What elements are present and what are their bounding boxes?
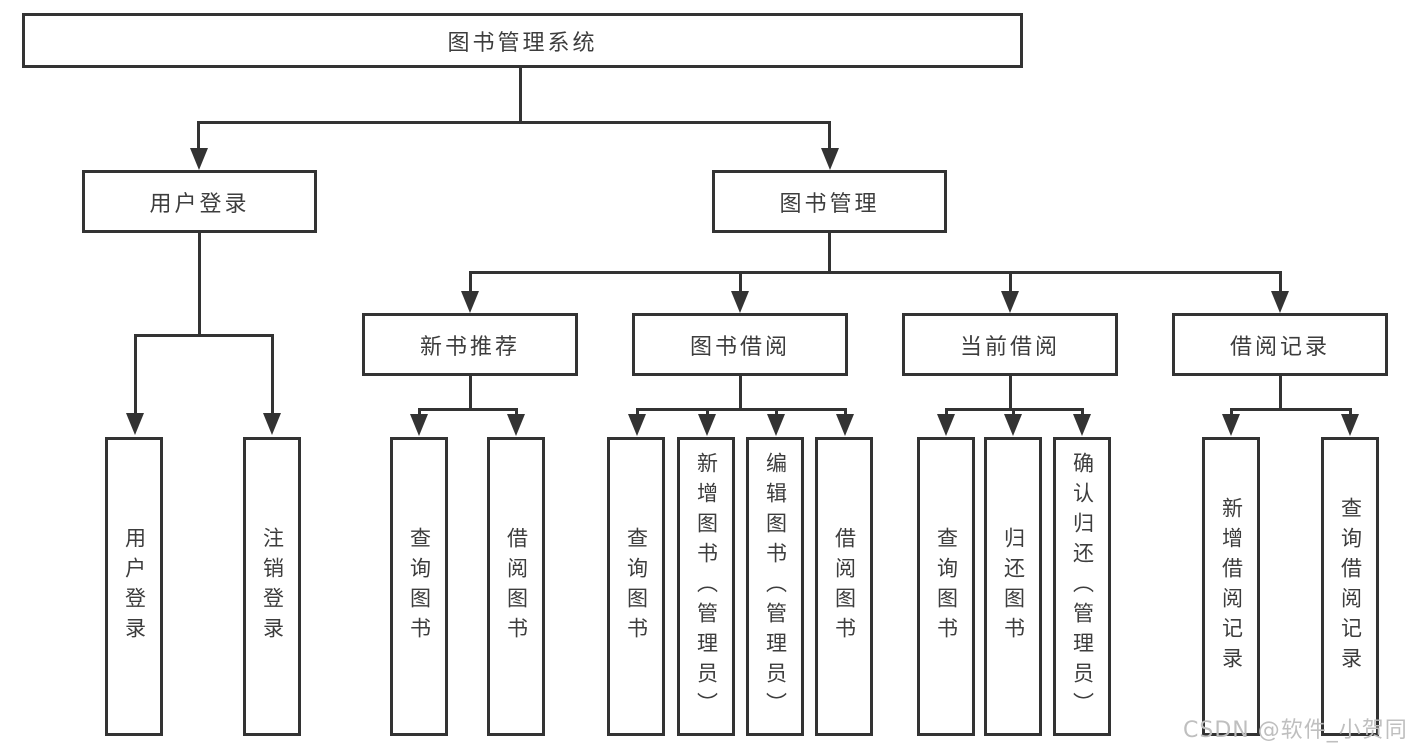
connector-stem [775, 408, 778, 417]
connector-stem [469, 271, 472, 294]
connector-user-bar [135, 334, 274, 337]
connector-stem [197, 121, 200, 151]
connector-stem [706, 408, 709, 417]
node-current-borrowing-label: 当前借阅 [959, 334, 1060, 360]
leaf-records-add-record: 新增借阅记录 [1202, 437, 1260, 736]
connector-book-trunk [828, 233, 831, 274]
connector-book-bar [469, 271, 1282, 274]
arrow-down-icon [1001, 291, 1019, 313]
leaf-label: 注销登录 [260, 526, 285, 647]
connector-stem [1230, 408, 1233, 417]
arrow-down-icon [821, 148, 839, 170]
connector-stem [1012, 408, 1015, 417]
arrow-down-icon [507, 414, 525, 436]
connector-root-bar [197, 121, 831, 124]
leaf-label: 借阅图书 [832, 526, 857, 647]
arrow-down-icon [836, 414, 854, 436]
leaf-label: 新增借阅记录 [1219, 496, 1244, 677]
connector-sectionB-trunk [739, 376, 742, 410]
leaf-current-return-books: 归还图书 [984, 437, 1042, 736]
node-new-book-recommend: 新书推荐 [362, 313, 578, 376]
connector-stem [134, 334, 137, 414]
leaf-logout: 注销登录 [243, 437, 301, 736]
leaf-user-login: 用户登录 [105, 437, 163, 736]
arrow-down-icon [1004, 414, 1022, 436]
leaf-label: 新增图书（管理员） [694, 451, 719, 722]
leaf-label: 归还图书 [1001, 526, 1026, 647]
leaf-label: 用户登录 [122, 526, 147, 647]
node-book-management: 图书管理 [712, 170, 947, 233]
arrow-down-icon [731, 291, 749, 313]
arrow-down-icon [698, 414, 716, 436]
connector-stem [828, 121, 831, 151]
leaf-newbook-search-books: 查询图书 [390, 437, 448, 736]
leaf-borrowing-borrow-books: 借阅图书 [815, 437, 873, 736]
arrow-down-icon [1073, 414, 1091, 436]
leaf-label: 查询图书 [407, 526, 432, 647]
node-user-login-label: 用户登录 [149, 191, 250, 217]
connector-stem [1349, 408, 1352, 417]
leaf-label: 借阅图书 [504, 526, 529, 647]
arrow-down-icon [1271, 291, 1289, 313]
leaf-label: 查询借阅记录 [1338, 496, 1363, 677]
leaf-borrowing-search-books: 查询图书 [607, 437, 665, 736]
connector-stem [418, 408, 421, 417]
connector-stem [1279, 271, 1282, 294]
connector-sectionA-bar [418, 408, 518, 411]
arrow-down-icon [1341, 414, 1359, 436]
arrow-down-icon [263, 413, 281, 435]
connector-stem [515, 408, 518, 417]
leaf-label: 查询图书 [934, 526, 959, 647]
node-user-login: 用户登录 [82, 170, 317, 233]
connector-sectionC-trunk [1009, 376, 1012, 410]
leaf-label: 编辑图书（管理员） [763, 451, 788, 722]
arrow-down-icon [937, 414, 955, 436]
node-book-management-label: 图书管理 [779, 191, 880, 217]
leaf-current-search-books: 查询图书 [917, 437, 975, 736]
node-book-borrowing-label: 图书借阅 [689, 334, 790, 360]
arrow-down-icon [126, 413, 144, 435]
leaf-borrowing-add-books-admin: 新增图书（管理员） [677, 437, 735, 736]
leaf-current-confirm-return-admin: 确认归还（管理员） [1053, 437, 1111, 736]
connector-stem [1009, 271, 1012, 294]
connector-sectionD-trunk [1279, 376, 1282, 410]
arrow-down-icon [628, 414, 646, 436]
connector-sectionD-bar [1230, 408, 1351, 411]
leaf-label: 确认归还（管理员） [1070, 451, 1095, 722]
node-current-borrowing: 当前借阅 [902, 313, 1118, 376]
leaf-borrowing-edit-books-admin: 编辑图书（管理员） [746, 437, 804, 736]
connector-stem [1081, 408, 1084, 417]
connector-user-trunk [198, 233, 201, 336]
arrow-down-icon [461, 291, 479, 313]
connector-stem [739, 271, 742, 294]
leaf-records-search-record: 查询借阅记录 [1321, 437, 1379, 736]
node-root: 图书管理系统 [22, 13, 1023, 68]
arrow-down-icon [410, 414, 428, 436]
node-root-label: 图书管理系统 [447, 30, 598, 56]
watermark-text: CSDN @软件_小贺同学 [1183, 718, 1405, 743]
leaf-label: 查询图书 [624, 526, 649, 647]
connector-stem [945, 408, 948, 417]
arrow-down-icon [190, 148, 208, 170]
node-new-book-recommend-label: 新书推荐 [419, 334, 520, 360]
node-borrowing-records: 借阅记录 [1172, 313, 1388, 376]
arrow-down-icon [767, 414, 785, 436]
connector-sectionA-trunk [469, 376, 472, 410]
leaf-newbook-borrow-books: 借阅图书 [487, 437, 545, 736]
connector-sectionB-bar [636, 408, 846, 411]
node-borrowing-records-label: 借阅记录 [1229, 334, 1330, 360]
connector-stem [636, 408, 639, 417]
arrow-down-icon [1222, 414, 1240, 436]
connector-root-trunk [519, 67, 522, 123]
connector-stem [271, 334, 274, 414]
node-book-borrowing: 图书借阅 [632, 313, 848, 376]
connector-stem [844, 408, 847, 417]
